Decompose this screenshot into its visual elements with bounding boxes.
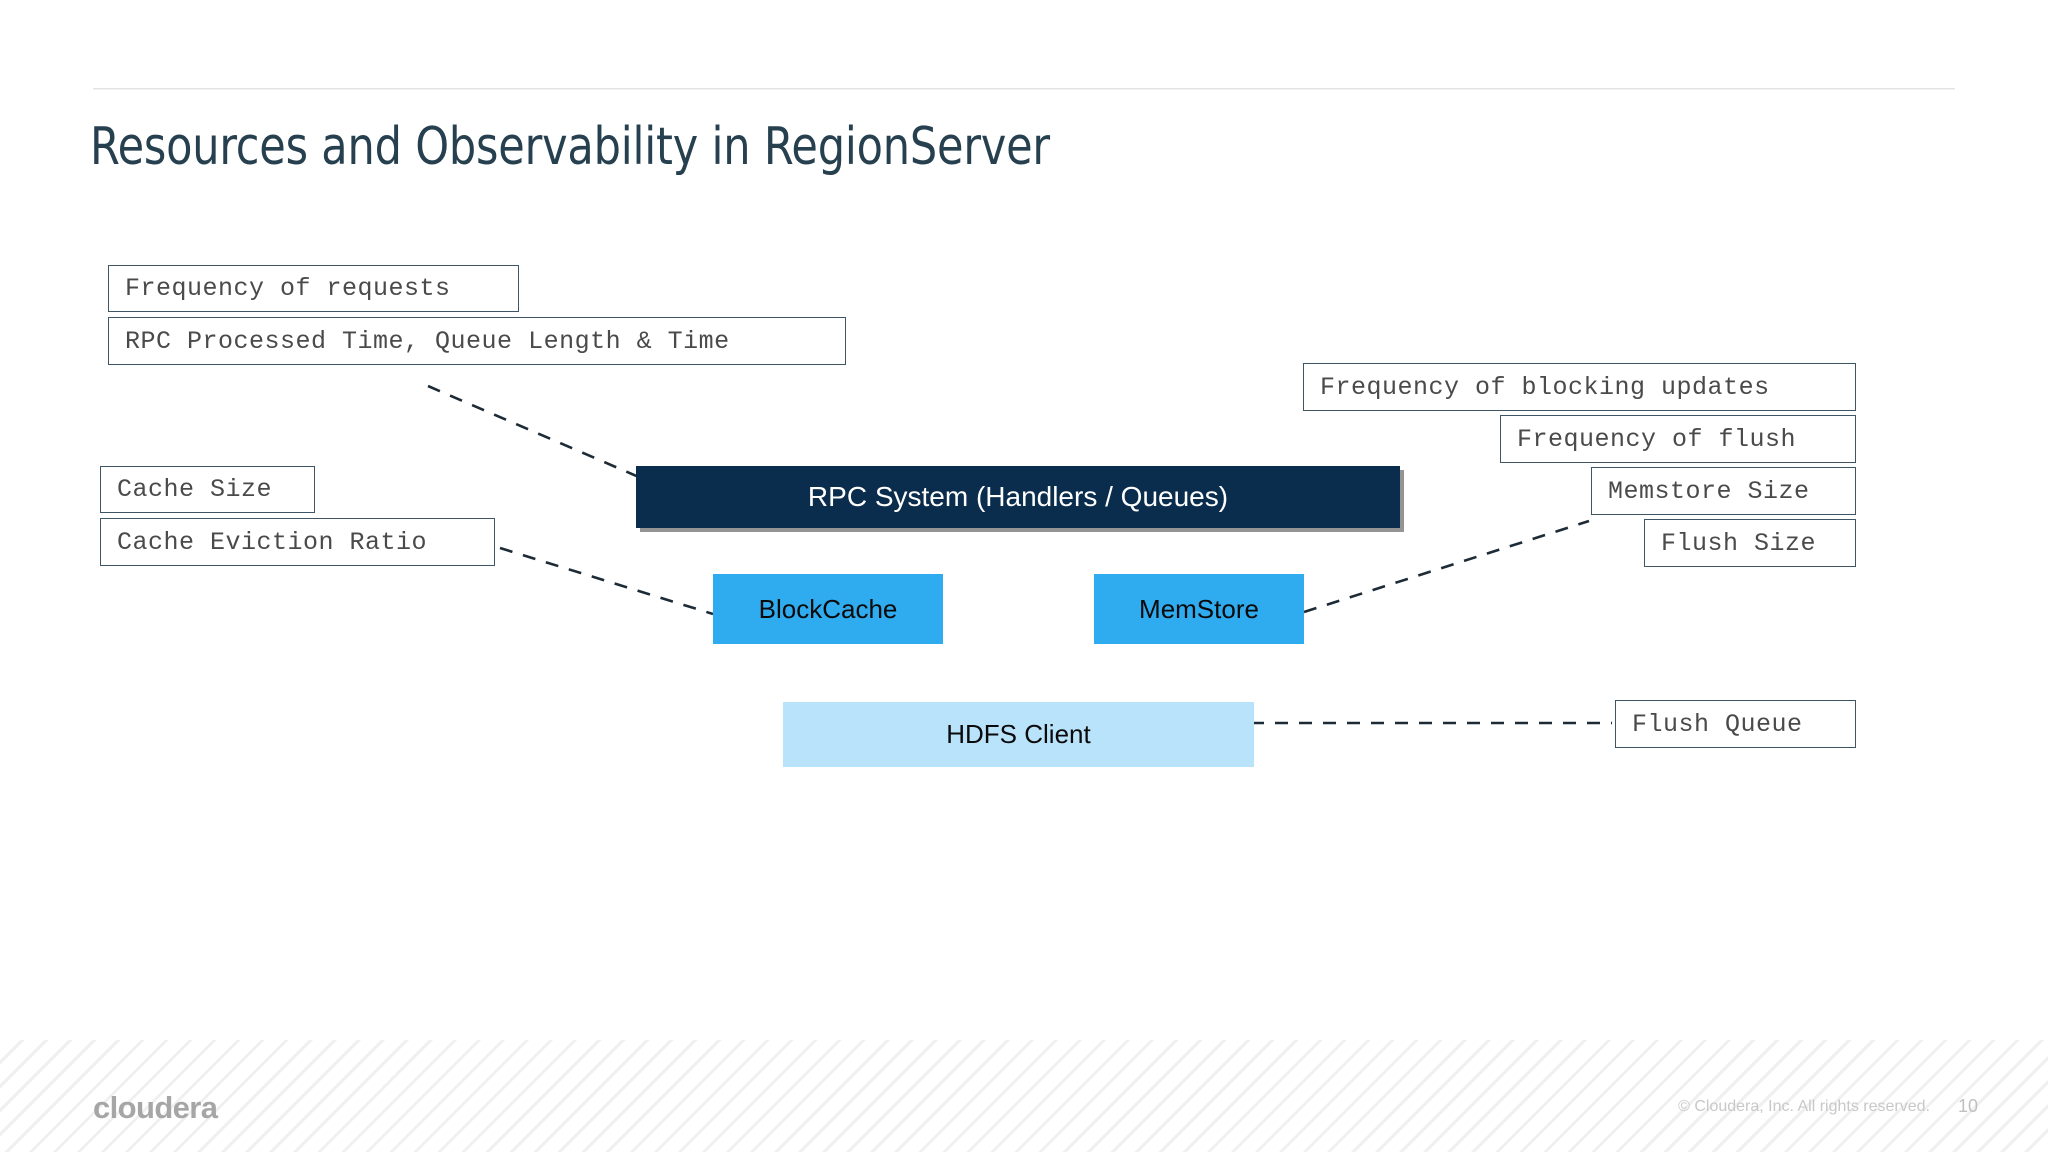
metric-box-flush-queue: Flush Queue [1615, 700, 1856, 748]
node-label: RPC System (Handlers / Queues) [807, 481, 1229, 512]
cloudera-logo: cloudera [93, 1090, 218, 1125]
node-hdfs-client: HDFS Client [783, 702, 1254, 767]
node-rpc-system: RPC System (Handlers / Queues) [636, 466, 1400, 528]
metric-box-cache-eviction-ratio: Cache Eviction Ratio [100, 518, 495, 566]
metric-box-label: Flush Queue [1632, 709, 1803, 739]
node-label: BlockCache [758, 593, 898, 624]
metric-box-frequency-of-flush: Frequency of flush [1500, 415, 1856, 463]
metric-box-rpc-processed-time: RPC Processed Time, Queue Length & Time [108, 317, 846, 365]
footer-copyright: © Cloudera, Inc. All rights reserved. [1678, 1098, 1930, 1115]
metric-box-label: Frequency of flush [1517, 424, 1797, 454]
metric-box-label: RPC Processed Time, Queue Length & Time [125, 326, 730, 356]
node-label: HDFS Client [946, 719, 1091, 749]
metric-box-label: Memstore Size [1608, 476, 1810, 506]
node-label: MemStore [1139, 593, 1259, 624]
rpc-connector [427, 384, 656, 486]
metric-box-label: Frequency of blocking updates [1320, 372, 1770, 402]
metric-box-label: Frequency of requests [125, 274, 451, 303]
metric-box-frequency-of-requests: Frequency of requests [108, 265, 519, 312]
metric-box-cache-size: Cache Size [100, 466, 315, 513]
blockcache-connector [499, 546, 714, 616]
footer-bar [0, 1040, 2048, 1152]
metric-box-label: Cache Size [117, 475, 273, 504]
metric-box-label: Cache Eviction Ratio [117, 527, 428, 557]
memstore-connector [1303, 519, 1590, 614]
page-number: 10 [1957, 1096, 1978, 1116]
node-memstore: MemStore [1094, 574, 1304, 644]
metric-box-memstore-size: Memstore Size [1591, 467, 1856, 515]
metric-box-flush-size: Flush Size [1644, 519, 1856, 567]
header-divider [93, 88, 1955, 90]
metric-box-frequency-of-blocking-updates: Frequency of blocking updates [1303, 363, 1856, 411]
page-title: Resources and Observability in RegionSer… [90, 117, 1050, 177]
metric-box-label: Flush Size [1661, 528, 1817, 558]
node-blockcache: BlockCache [713, 574, 943, 644]
